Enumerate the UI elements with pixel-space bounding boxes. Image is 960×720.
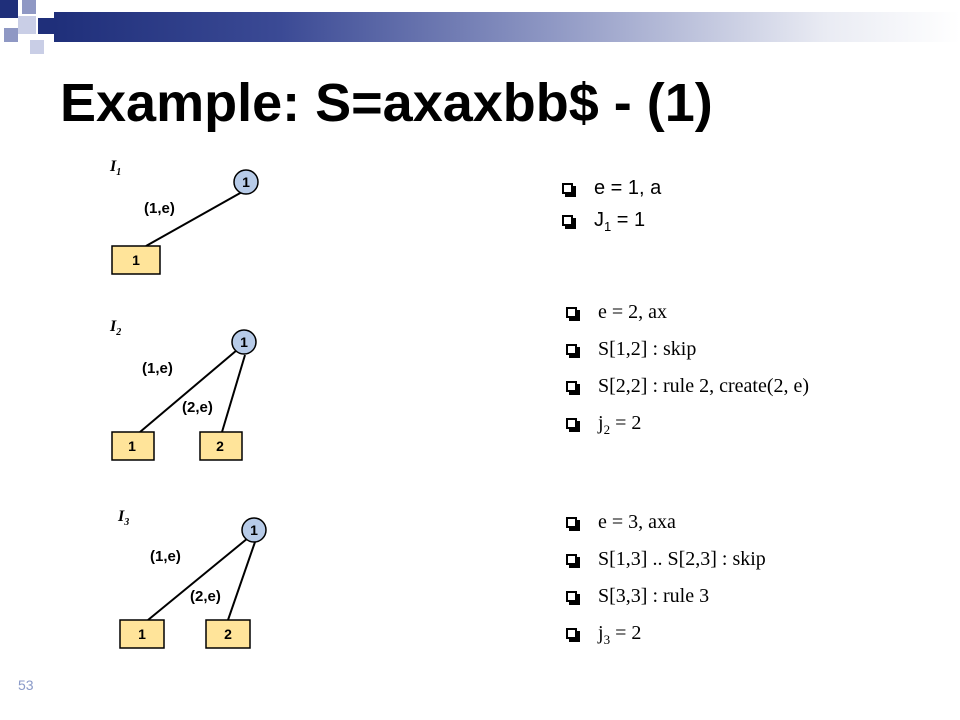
bullet-subscript: 3 (603, 632, 611, 647)
bullet-text: e = 3, axa (598, 511, 676, 533)
bullet-text: j (598, 412, 604, 434)
bullet-group-1: e = 1, a J1 = 1 (558, 172, 661, 236)
tree-3-edge-right (227, 541, 256, 621)
tree-1-root-label: 1 (242, 174, 250, 190)
bullet-item: S[2,2] : rule 2, create(2, e) (562, 368, 809, 405)
header-square-decoration (0, 0, 18, 18)
tree-2-leaf-node-1 (111, 431, 155, 461)
tree-1-edge (145, 191, 243, 247)
bullet-text-after: = 2 (610, 622, 642, 644)
header-square-decoration (38, 18, 54, 34)
tree-2: 1 1 2 (1,e) (2,e) (111, 329, 257, 461)
tree-3-leaf-node-1 (119, 619, 165, 649)
tree-2-leaf-label-2: 2 (216, 438, 224, 454)
bullet-text: S[2,2] : rule 2, create(2, e) (598, 375, 810, 397)
checkbox-bullet-icon (566, 381, 577, 392)
bullet-text: S[1,2] : skip (598, 338, 697, 360)
bullet-item: S[1,3] .. S[2,3] : skip (562, 541, 766, 578)
tree-3-label: I3 (118, 508, 130, 529)
checkbox-bullet-icon (562, 183, 573, 194)
bullet-text: e = 2, ax (598, 301, 668, 323)
tree-1-leaf-node (111, 245, 161, 275)
checkbox-bullet-icon (566, 418, 577, 429)
bullet-group-2: e = 2, ax S[1,2] : skip S[2,2] : rule 2,… (562, 294, 809, 442)
bullet-text-after: = 2 (610, 412, 642, 434)
tree-1-edge-label: (1,e) (144, 200, 175, 217)
tree-3-edge-left (147, 537, 249, 621)
header-square-decoration (22, 0, 36, 14)
checkbox-bullet-icon (562, 215, 573, 226)
tree-3-edge-label-left: (1,e) (150, 548, 181, 565)
tree-1-leaf-label: 1 (132, 252, 140, 268)
tree-2-root-node (231, 329, 257, 355)
bullet-item: j3 = 2 (562, 615, 766, 652)
bullet-subscript: 2 (603, 422, 611, 437)
tree-2-root-label: 1 (240, 334, 248, 350)
checkbox-bullet-icon (566, 517, 577, 528)
tree-3-root-node (241, 517, 267, 543)
bullet-item: j2 = 2 (562, 405, 809, 442)
bullet-text: J (594, 209, 604, 231)
tree-1-label: I1 (110, 158, 122, 179)
bullet-item: e = 1, a (558, 172, 661, 204)
bullet-group-3: e = 3, axa S[1,3] .. S[2,3] : skip S[3,3… (562, 504, 766, 652)
header-square-decoration (18, 16, 36, 34)
bullet-subscript: 1 (604, 219, 612, 234)
tree-2-edge-label-right: (2,e) (182, 399, 213, 416)
bullet-item: S[3,3] : rule 3 (562, 578, 766, 615)
bullet-item: e = 2, ax (562, 294, 809, 331)
checkbox-bullet-icon (566, 344, 577, 355)
bullet-item: S[1,2] : skip (562, 331, 809, 368)
checkbox-bullet-icon (566, 554, 577, 565)
checkbox-bullet-icon (566, 307, 577, 318)
tree-3-edge-label-right: (2,e) (190, 588, 221, 605)
bullet-item: e = 3, axa (562, 504, 766, 541)
header-bar (54, 12, 960, 42)
tree-3: 1 1 2 (1,e) (2,e) (119, 517, 267, 649)
bullet-text: j (598, 622, 604, 644)
bullet-text: S[1,3] .. S[2,3] : skip (598, 548, 766, 570)
checkbox-bullet-icon (566, 628, 577, 639)
header-square-decoration (30, 40, 44, 54)
tree-1-root-node (233, 169, 259, 195)
tree-2-leaf-node-2 (199, 431, 243, 461)
tree-3-leaf-label-1: 1 (138, 626, 146, 642)
tree-2-edge-right (221, 354, 246, 433)
tree-3-root-label: 1 (250, 522, 258, 538)
slide-title: Example: S=axaxbb$ - (1) (60, 73, 713, 133)
header-square-decoration (4, 28, 18, 42)
bullet-text-after: = 1 (611, 209, 646, 231)
tree-2-leaf-label-1: 1 (128, 438, 136, 454)
tree-3-leaf-label-2: 2 (224, 626, 232, 642)
tree-2-edge-left (139, 349, 238, 433)
bullet-text: e = 1, a (594, 177, 662, 199)
tree-3-leaf-node-2 (205, 619, 251, 649)
bullet-item: J1 = 1 (558, 204, 661, 236)
bullet-text: S[3,3] : rule 3 (598, 585, 710, 607)
tree-2-edge-label-left: (1,e) (142, 360, 173, 377)
tree-2-label: I2 (110, 318, 122, 339)
checkbox-bullet-icon (566, 591, 577, 602)
tree-1: 1 1 (1,e) (111, 169, 259, 275)
page-number: 53 (18, 677, 34, 693)
